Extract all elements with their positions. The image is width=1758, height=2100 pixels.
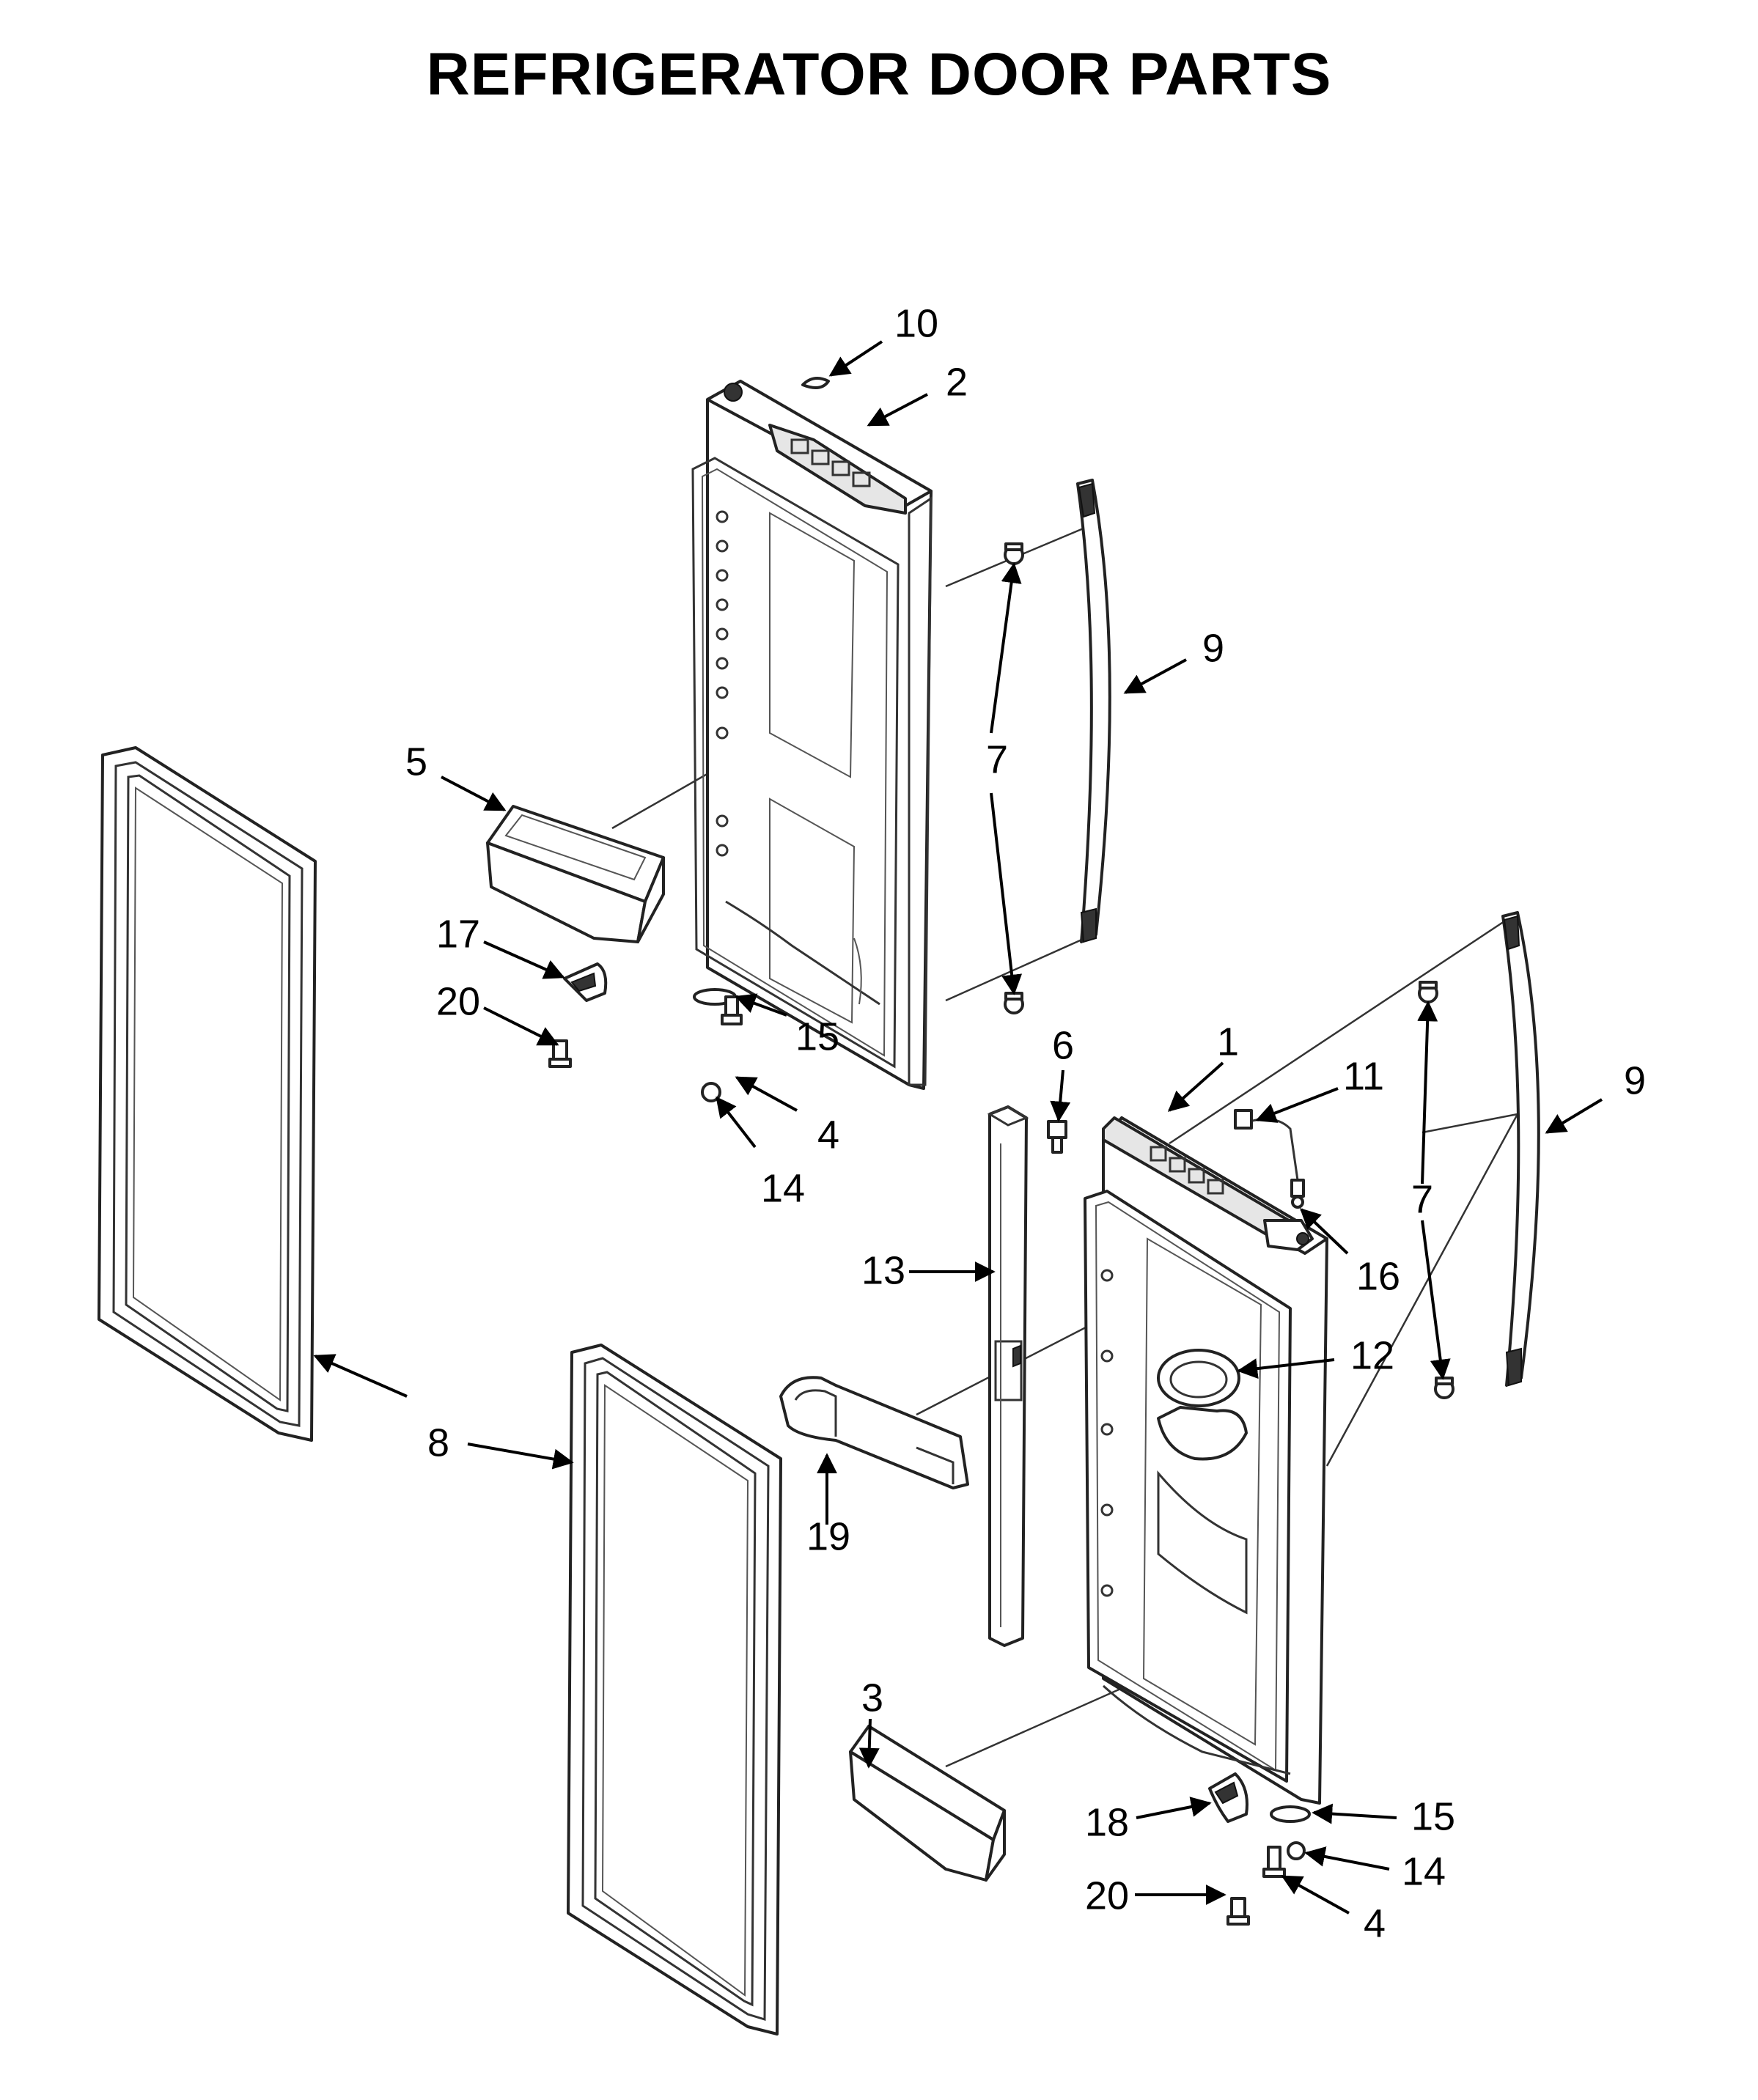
callout-4-lower: 4 xyxy=(1364,1901,1386,1945)
callout-18: 18 xyxy=(1085,1800,1129,1844)
mullion-strip xyxy=(987,1105,1029,1647)
leader-lines xyxy=(313,340,1603,1915)
callout-14-lower: 14 xyxy=(1402,1849,1446,1893)
dispenser-housing xyxy=(779,1376,969,1489)
callout-4-upper: 4 xyxy=(817,1113,839,1157)
callout-9-upper: 9 xyxy=(1202,626,1224,670)
callout-13: 13 xyxy=(861,1248,905,1292)
door-gasket-right xyxy=(567,1344,782,2035)
callout-10: 10 xyxy=(894,301,938,345)
callout-1: 1 xyxy=(1217,1020,1239,1064)
callout-14-upper: 14 xyxy=(761,1166,805,1210)
door-handle-upper xyxy=(1076,479,1111,943)
hinge-screws xyxy=(548,1039,1250,1926)
callout-7-upper: 7 xyxy=(986,737,1008,781)
callout-16: 16 xyxy=(1356,1254,1400,1298)
callout-2: 2 xyxy=(946,360,968,404)
callout-17: 17 xyxy=(436,912,480,956)
handle-screw-2 xyxy=(1004,992,1024,1014)
door-handle-lower xyxy=(1501,911,1540,1387)
door-gasket-left xyxy=(98,746,317,1442)
callout-3: 3 xyxy=(861,1676,883,1720)
upper-door-liner xyxy=(691,380,933,1090)
callout-15-upper: 15 xyxy=(795,1014,839,1058)
hinge-screw-lower xyxy=(1226,1897,1250,1926)
callout-15-lower: 15 xyxy=(1411,1794,1455,1838)
hinge-screw-upper xyxy=(548,1039,572,1068)
hinge-upper xyxy=(563,962,608,1002)
callout-7-lower: 7 xyxy=(1411,1177,1433,1221)
hinge-hardware-lower xyxy=(1262,1805,1311,1878)
handle-screw-4 xyxy=(1434,1377,1454,1399)
callout-9-lower: 9 xyxy=(1624,1058,1646,1102)
door-bin-upper xyxy=(486,805,665,943)
callout-20-upper: 20 xyxy=(436,979,480,1023)
hinge-hardware-upper xyxy=(693,988,743,1102)
door-pin xyxy=(1047,1120,1067,1154)
callout-20-lower: 20 xyxy=(1085,1874,1129,1917)
water-tube xyxy=(1234,1109,1305,1209)
callout-11: 11 xyxy=(1343,1054,1384,1098)
handle-screw-3 xyxy=(1418,981,1438,1003)
lower-door-liner xyxy=(1084,1116,1328,1805)
page-title: REFRIGERATOR DOOR PARTS xyxy=(426,41,1332,108)
handle-screw-1 xyxy=(1004,542,1024,565)
hinge-lower xyxy=(1208,1772,1248,1823)
label-clip xyxy=(801,377,830,389)
callout-12: 12 xyxy=(1350,1333,1394,1377)
callout-8: 8 xyxy=(427,1421,449,1465)
handle-screws xyxy=(1004,542,1454,1399)
callout-labels: 10 2 9 5 7 17 20 6 1 11 9 15 4 14 7 16 1… xyxy=(405,301,1646,1945)
callout-6: 6 xyxy=(1052,1023,1074,1067)
door-bin-lower xyxy=(849,1725,1006,1882)
callout-19: 19 xyxy=(806,1514,850,1558)
callout-5: 5 xyxy=(405,740,427,784)
